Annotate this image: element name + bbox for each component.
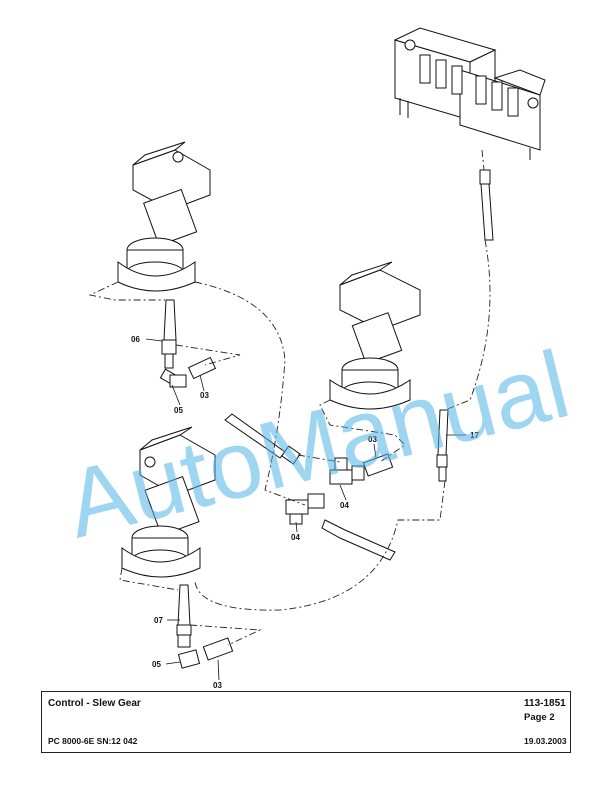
label-03-bottom: 03 <box>213 681 222 690</box>
title-block: Control - Slew Gear 113-1851 Page 2 PC 8… <box>41 691 571 753</box>
hose-07-group <box>176 584 234 669</box>
watermark: AutoManual <box>56 331 579 559</box>
exploded-parts-diagram: 06 05 03 03 04 04 17 07 05 03 AutoManual <box>56 27 579 690</box>
machine-serial: PC 8000-6E SN:12 042 <box>48 736 138 746</box>
label-07-bottom: 07 <box>154 616 163 625</box>
brake-cylinder-middle <box>329 261 421 410</box>
hose-06-group <box>159 299 217 388</box>
brake-cylinder-bottom <box>121 426 216 578</box>
label-04-middle-left: 04 <box>291 533 300 542</box>
label-04-middle-right: 04 <box>340 501 349 510</box>
brake-cylinder-top <box>117 141 211 292</box>
hydraulic-line-routing <box>88 149 491 646</box>
label-03-middle: 03 <box>368 435 377 444</box>
issue-date: 19.03.2003 <box>524 736 567 746</box>
hose-17 <box>436 169 494 482</box>
diagram-title: Control - Slew Gear <box>48 698 141 709</box>
leader-lines <box>145 338 466 681</box>
document-number: 113-1851 <box>524 698 566 709</box>
label-03-top: 03 <box>200 391 209 400</box>
label-05-bottom: 05 <box>152 660 161 669</box>
hose-tee-group <box>224 413 396 561</box>
page-number: Page 2 <box>524 712 555 723</box>
label-05-top: 05 <box>174 406 183 415</box>
label-17-right: 17 <box>470 431 479 440</box>
control-valve-block <box>393 27 546 160</box>
label-06-top: 06 <box>131 335 140 344</box>
